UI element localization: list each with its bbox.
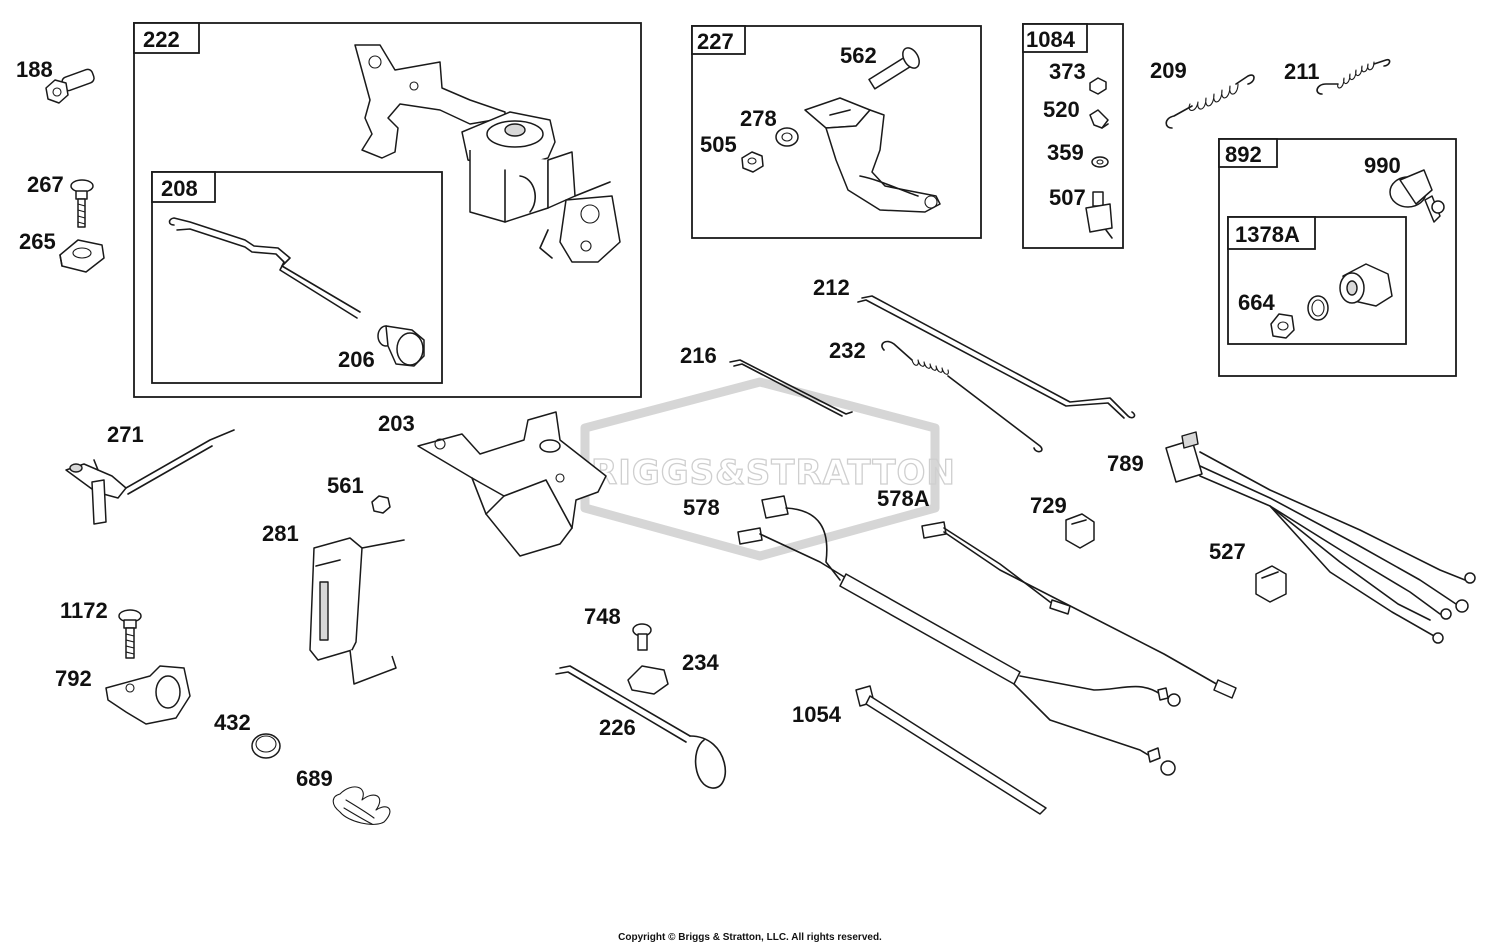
label-216: 216 <box>680 343 717 368</box>
part-789-harness <box>1165 431 1476 644</box>
label-432: 432 <box>214 710 251 735</box>
part-206-knob <box>377 325 425 367</box>
group-208-box: 208 <box>151 171 443 384</box>
label-792: 792 <box>55 666 92 691</box>
label-748: 748 <box>584 604 621 629</box>
group-1378A-label: 1378A <box>1235 222 1300 247</box>
label-373: 373 <box>1049 59 1086 84</box>
part-208-link-rod <box>168 217 361 319</box>
part-211-spring <box>1316 58 1391 95</box>
part-792-bracket <box>105 665 191 725</box>
label-281: 281 <box>262 521 299 546</box>
part-561-nut <box>371 495 391 514</box>
label-359: 359 <box>1047 140 1084 165</box>
group-1084-box: 1084 <box>1022 23 1124 249</box>
label-209: 209 <box>1150 58 1187 83</box>
label-561: 561 <box>327 473 364 498</box>
label-1054: 1054 <box>792 702 842 727</box>
label-271: 271 <box>107 422 144 447</box>
part-227-control-lever <box>804 97 941 213</box>
group-892-label: 892 <box>1225 142 1262 167</box>
label-527: 527 <box>1209 539 1246 564</box>
part-373-nut <box>1089 77 1107 95</box>
part-507-switch <box>1085 191 1113 239</box>
part-281-bracket <box>309 537 405 685</box>
label-211: 211 <box>1284 59 1320 84</box>
label-188: 188 <box>16 57 53 82</box>
label-278: 278 <box>740 106 777 131</box>
copyright-notice: Copyright © Briggs & Stratton, LLC. All … <box>618 932 882 943</box>
part-1378A-ignition-switch <box>1307 263 1393 321</box>
part-527-connector <box>1255 565 1287 603</box>
part-203-mounting-plate <box>417 411 607 557</box>
part-505-nut <box>741 151 764 173</box>
label-203: 203 <box>378 411 415 436</box>
part-578-harness <box>737 495 1181 776</box>
label-578A: 578A <box>877 486 930 511</box>
brand-watermark: BRIGGS&STRATTON <box>563 377 956 561</box>
label-562: 562 <box>840 43 877 68</box>
part-216-rod <box>729 359 853 417</box>
label-578: 578 <box>683 495 720 520</box>
label-226: 226 <box>599 715 636 740</box>
part-222-governor-bracket <box>354 44 621 263</box>
label-789: 789 <box>1107 451 1144 476</box>
group-222-box: 222 <box>133 22 642 398</box>
part-1054-tie-strap <box>855 685 1047 815</box>
label-505: 505 <box>700 132 737 157</box>
group-892-box: 892 <box>1218 138 1457 377</box>
group-227-box: 227 <box>691 25 982 239</box>
label-212: 212 <box>813 275 850 300</box>
part-234-clip <box>627 665 669 695</box>
label-507: 507 <box>1049 185 1086 210</box>
label-990: 990 <box>1364 153 1401 178</box>
part-265-clip <box>59 239 105 273</box>
label-234: 234 <box>682 650 719 675</box>
group-1378A-box: 1378A <box>1227 216 1407 345</box>
part-729-connector <box>1065 513 1095 549</box>
label-520: 520 <box>1043 97 1080 122</box>
part-209-spring <box>1165 74 1255 129</box>
part-212-rod <box>857 295 1136 419</box>
brand-watermark-text: BRIGGS&STRATTON <box>564 453 956 493</box>
group-227-label: 227 <box>697 29 734 54</box>
group-222-label: 222 <box>143 27 180 52</box>
label-206: 206 <box>338 347 375 372</box>
part-226-rod <box>555 665 727 789</box>
part-278-washer <box>775 127 799 147</box>
label-689: 689 <box>296 766 333 791</box>
part-271-choke-cable <box>65 429 235 525</box>
part-labels: 188 267 265 206 562 278 505 373 520 359 … <box>16 43 1401 791</box>
label-1172: 1172 <box>60 598 108 623</box>
label-729: 729 <box>1030 493 1067 518</box>
label-267: 267 <box>27 172 64 197</box>
part-267-screw <box>70 179 94 228</box>
part-359-washer <box>1091 156 1109 168</box>
group-208-label: 208 <box>161 176 198 201</box>
part-432-ring <box>251 733 281 759</box>
part-664-nut <box>1270 313 1295 339</box>
part-1172-screw <box>118 609 142 659</box>
part-562-pin <box>868 47 920 90</box>
part-232-spring <box>881 340 1043 453</box>
part-748-screw <box>632 623 652 651</box>
label-664: 664 <box>1238 290 1275 315</box>
label-265: 265 <box>19 229 56 254</box>
group-1084-label: 1084 <box>1026 27 1076 52</box>
part-990-key <box>1389 169 1445 223</box>
part-578A-harness <box>921 521 1237 699</box>
part-689-spring <box>332 786 391 825</box>
part-520-clip <box>1089 109 1109 129</box>
part-188-bolt <box>45 68 95 104</box>
label-232: 232 <box>829 338 866 363</box>
